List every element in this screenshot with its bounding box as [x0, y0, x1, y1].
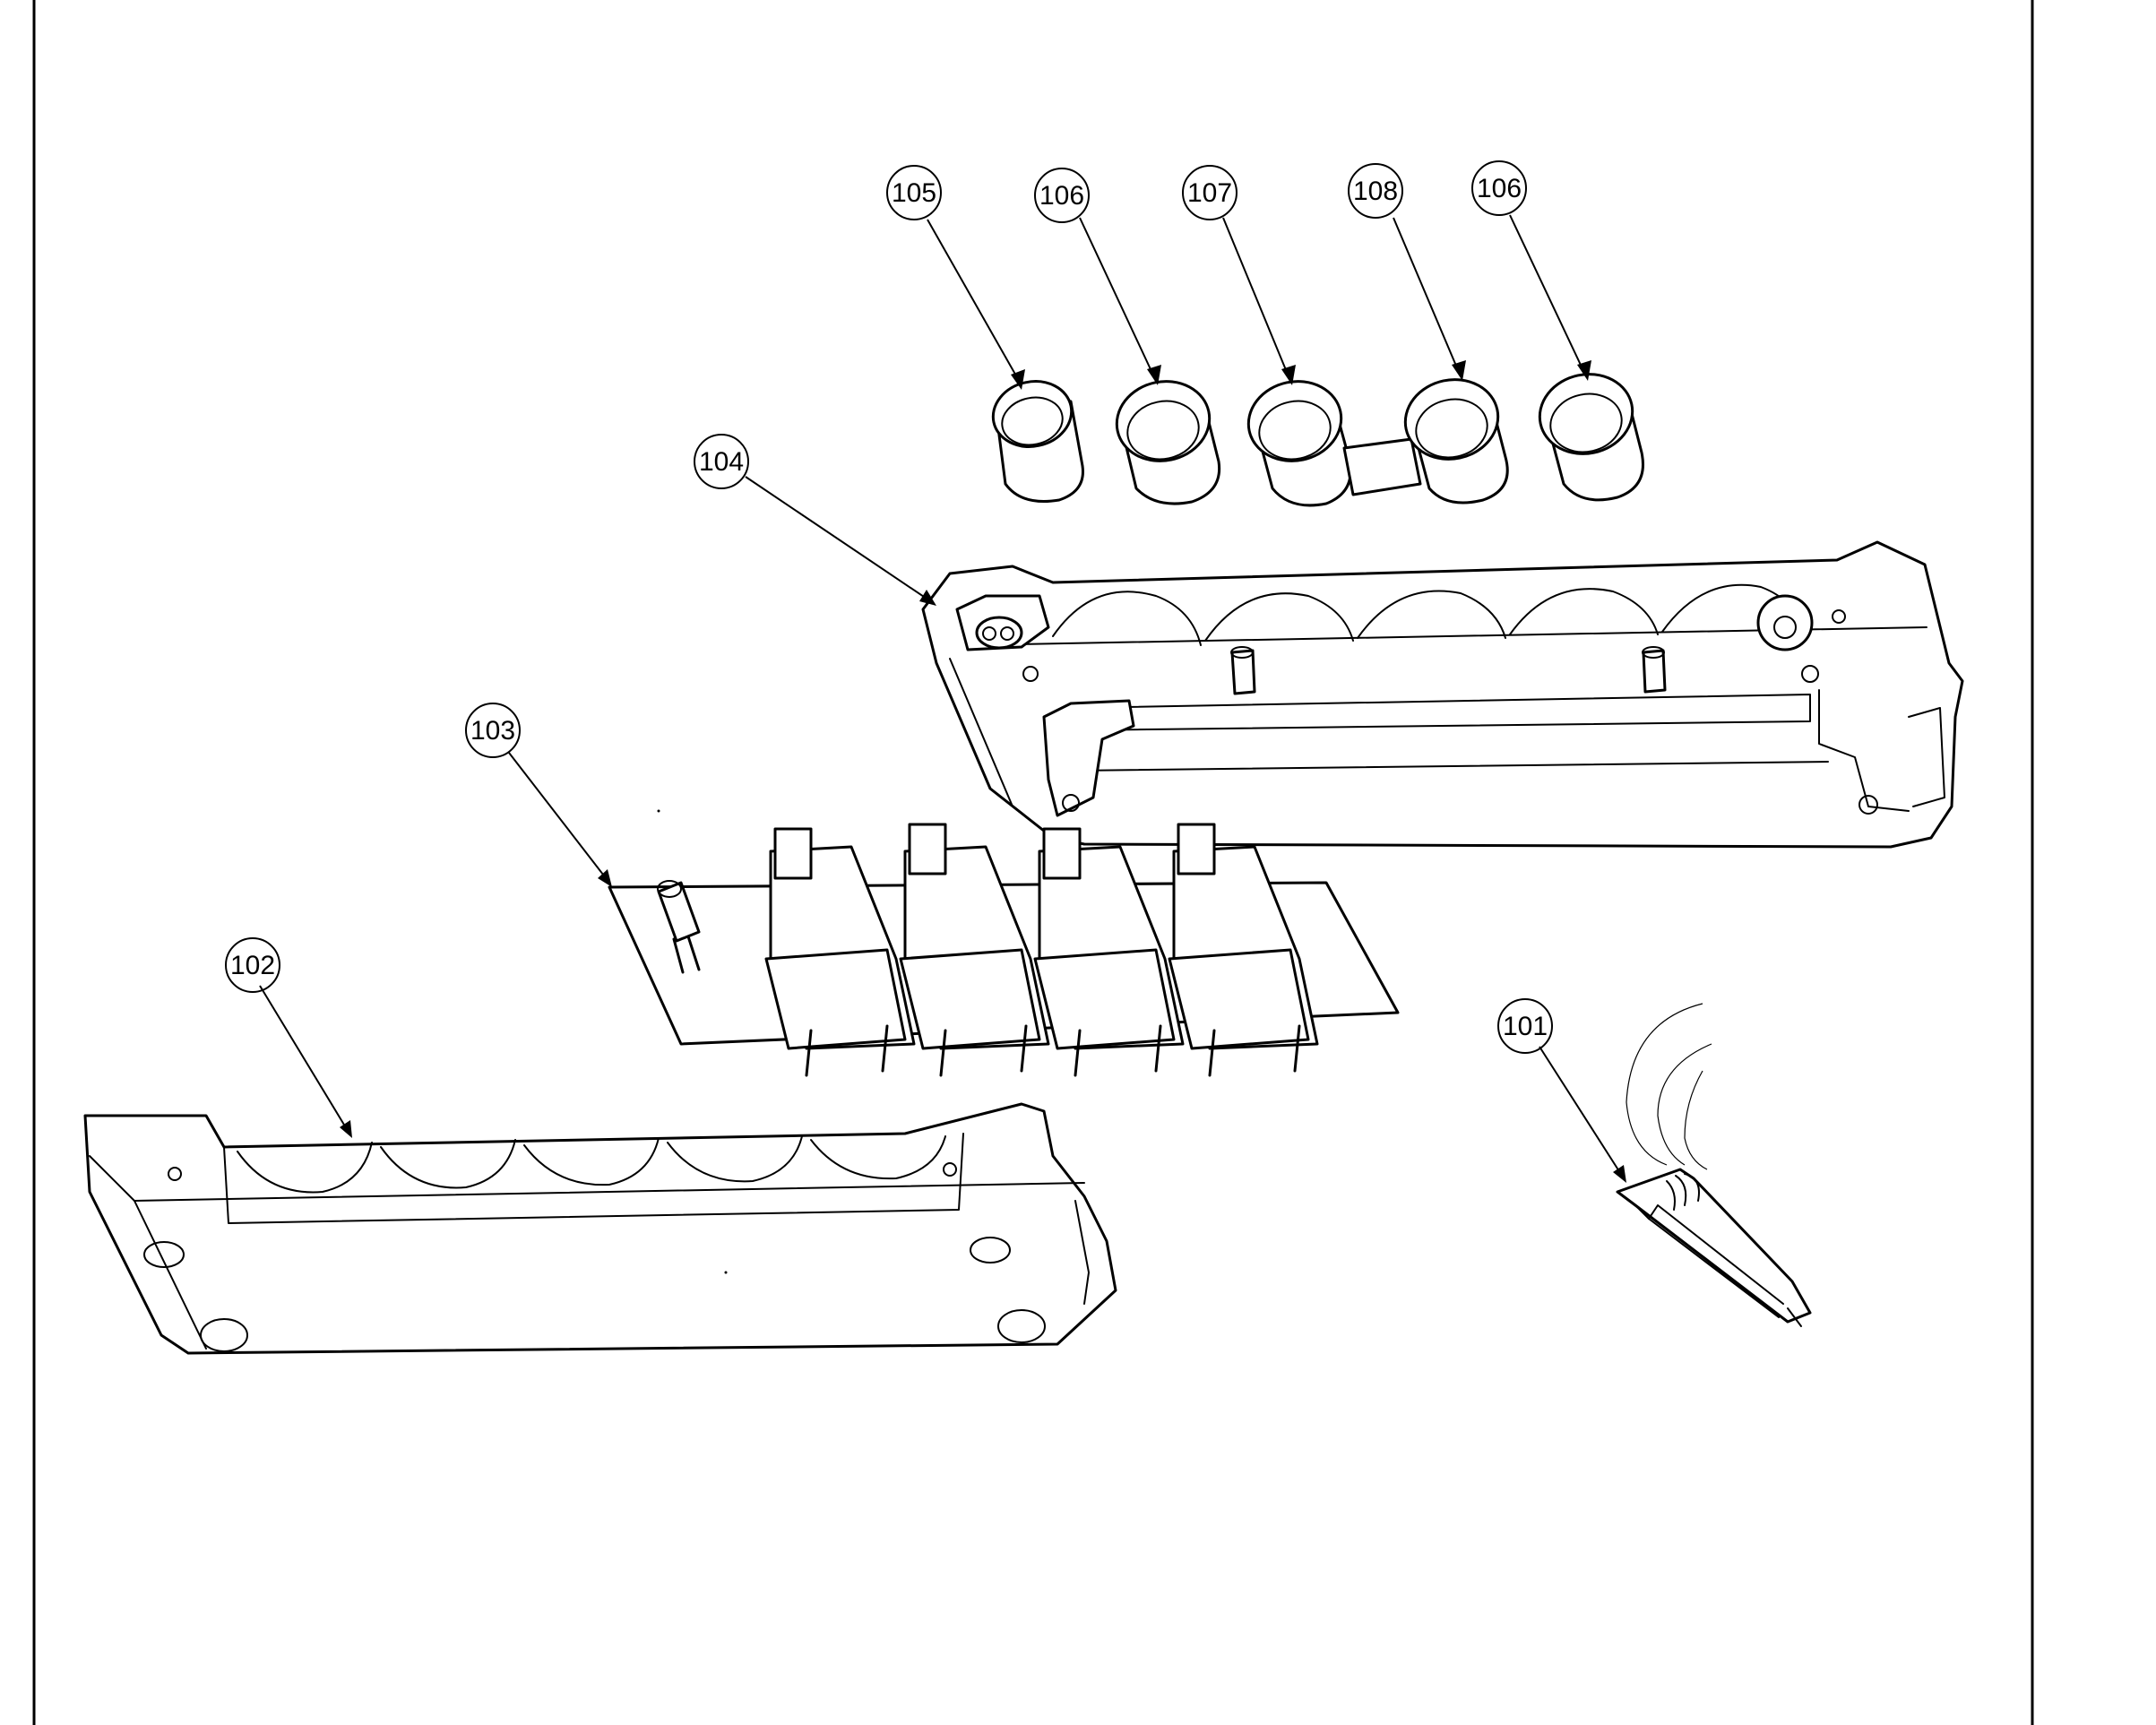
speck [724, 1271, 728, 1274]
callout-108: 108 [1348, 163, 1403, 219]
switch-3 [1033, 827, 1185, 1077]
connector-cable-101 [1616, 1003, 1812, 1327]
upper-bracket-104 [921, 540, 1964, 849]
callout-106b-label: 106 [1477, 174, 1522, 203]
callout-105-label: 105 [892, 178, 936, 208]
callout-102-label: 102 [230, 951, 275, 980]
pcb-103 [608, 823, 1400, 1077]
callout-104: 104 [694, 434, 749, 489]
callout-104-label: 104 [699, 447, 744, 477]
lower-bracket-102 [83, 1102, 1117, 1355]
callout-103-label: 103 [470, 716, 515, 746]
callout-103: 103 [465, 703, 521, 758]
key-cap-106b [1538, 373, 1644, 502]
callout-105: 105 [886, 165, 942, 220]
frame-border [32, 0, 2034, 1725]
leader-lines [259, 214, 1626, 1183]
speck [657, 809, 660, 813]
key-cap-105 [991, 380, 1084, 504]
key-cap-106a [1115, 380, 1221, 505]
callout-106a-label: 106 [1039, 181, 1084, 211]
callout-107-label: 107 [1187, 178, 1232, 208]
switch-4 [1168, 823, 1319, 1077]
switch-1 [764, 827, 916, 1077]
key-cap-107-108-pair [1246, 378, 1509, 507]
callout-106a: 106 [1034, 168, 1090, 223]
callout-101: 101 [1497, 998, 1553, 1054]
callout-106b: 106 [1471, 160, 1527, 216]
switch-2 [899, 823, 1050, 1077]
callout-101-label: 101 [1503, 1012, 1548, 1041]
callout-102: 102 [225, 937, 280, 993]
callout-108-label: 108 [1353, 177, 1398, 206]
callout-107: 107 [1182, 165, 1238, 220]
